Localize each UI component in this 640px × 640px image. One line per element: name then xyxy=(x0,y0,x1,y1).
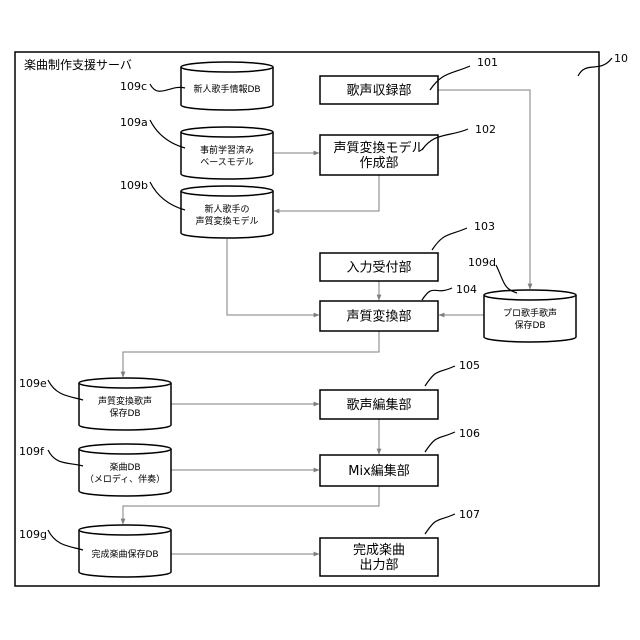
unit-label: 声質変換モデル xyxy=(333,140,424,156)
leader-line xyxy=(432,228,467,250)
database-label: 新人歌手の xyxy=(204,203,249,215)
arrow-102-to-109b xyxy=(274,175,379,211)
ref-number: 106 xyxy=(459,427,480,440)
unit-label: 完成楽曲 xyxy=(353,542,405,558)
ref-number: 101 xyxy=(477,56,498,69)
ref-number: 10 xyxy=(614,52,628,65)
database-top xyxy=(79,378,171,388)
database-top xyxy=(79,444,171,454)
database-label: 保存DB xyxy=(514,319,545,331)
database-109d: プロ歌手歌声保存DB xyxy=(484,290,576,342)
database-top xyxy=(181,127,273,137)
leader-line xyxy=(425,514,455,534)
database-109a: 事前学習済みベースモデル xyxy=(181,127,273,179)
database-label: 新人歌手情報DB xyxy=(193,83,260,95)
database-label: （メロディ、伴奏） xyxy=(85,473,165,485)
leader-line xyxy=(496,265,517,293)
unit-101: 歌声収録部 xyxy=(320,76,438,104)
ref-number: 109e xyxy=(19,377,47,390)
database-top xyxy=(181,186,273,196)
unit-102: 声質変換モデル作成部 xyxy=(320,135,438,175)
ref-number: 109f xyxy=(19,445,45,458)
unit-label: 歌声収録部 xyxy=(346,84,411,99)
arrow-104-to-109e xyxy=(123,331,379,377)
ref-number: 107 xyxy=(459,508,480,521)
ref-number: 109b xyxy=(120,179,148,192)
unit-label: 作成部 xyxy=(359,156,398,171)
ref-number: 105 xyxy=(459,359,480,372)
database-label: 声質変換歌声 xyxy=(98,395,152,407)
database-top xyxy=(181,62,273,72)
ref-number: 109a xyxy=(120,116,148,129)
ref-number: 104 xyxy=(456,283,477,296)
leader-line xyxy=(422,288,452,300)
unit-104: 声質変換部 xyxy=(320,301,438,331)
arrow-109b-to-104 xyxy=(227,239,319,315)
database-label: プロ歌手歌声 xyxy=(503,307,557,319)
unit-107: 完成楽曲出力部 xyxy=(320,538,438,576)
database-top xyxy=(79,525,171,535)
unit-label: 歌声編集部 xyxy=(346,397,411,413)
ref-number: 103 xyxy=(474,220,495,233)
leader-line xyxy=(48,380,83,400)
database-label: 保存DB xyxy=(109,407,140,419)
database-109b: 新人歌手の声質変換モデル xyxy=(181,186,273,238)
ref-number: 102 xyxy=(475,123,496,136)
leader-line xyxy=(425,432,455,452)
leader-line xyxy=(425,366,455,386)
database-label: 事前学習済み xyxy=(200,144,254,156)
unit-label: Mix編集部 xyxy=(348,463,410,479)
leader-line xyxy=(150,182,185,210)
leader-line xyxy=(150,84,185,91)
leader-line xyxy=(48,450,83,466)
ref-number: 109c xyxy=(120,80,147,93)
database-label: 完成楽曲保存DB xyxy=(91,548,158,560)
leader-line xyxy=(578,58,612,76)
database-label: 声質変換モデル xyxy=(195,215,258,227)
leader-line xyxy=(150,120,185,148)
unit-106: Mix編集部 xyxy=(320,455,438,486)
unit-label: 声質変換部 xyxy=(346,309,411,325)
database-109g: 完成楽曲保存DB xyxy=(79,525,171,577)
database-label: ベースモデル xyxy=(200,156,254,168)
ref-number: 109g xyxy=(19,528,47,541)
unit-label: 入力受付部 xyxy=(346,261,411,276)
database-label: 楽曲DB xyxy=(109,461,140,473)
leader-line xyxy=(48,530,83,550)
unit-105: 歌声編集部 xyxy=(320,390,438,419)
database-top xyxy=(484,290,576,300)
database-109f: 楽曲DB（メロディ、伴奏） xyxy=(79,444,171,496)
database-109c: 新人歌手情報DB xyxy=(181,62,273,110)
server-title: 楽曲制作支援サーバ xyxy=(24,58,132,72)
unit-label: 出力部 xyxy=(359,558,398,573)
database-109e: 声質変換歌声保存DB xyxy=(79,378,171,430)
unit-103: 入力受付部 xyxy=(320,253,438,281)
ref-number: 109d xyxy=(468,256,496,269)
